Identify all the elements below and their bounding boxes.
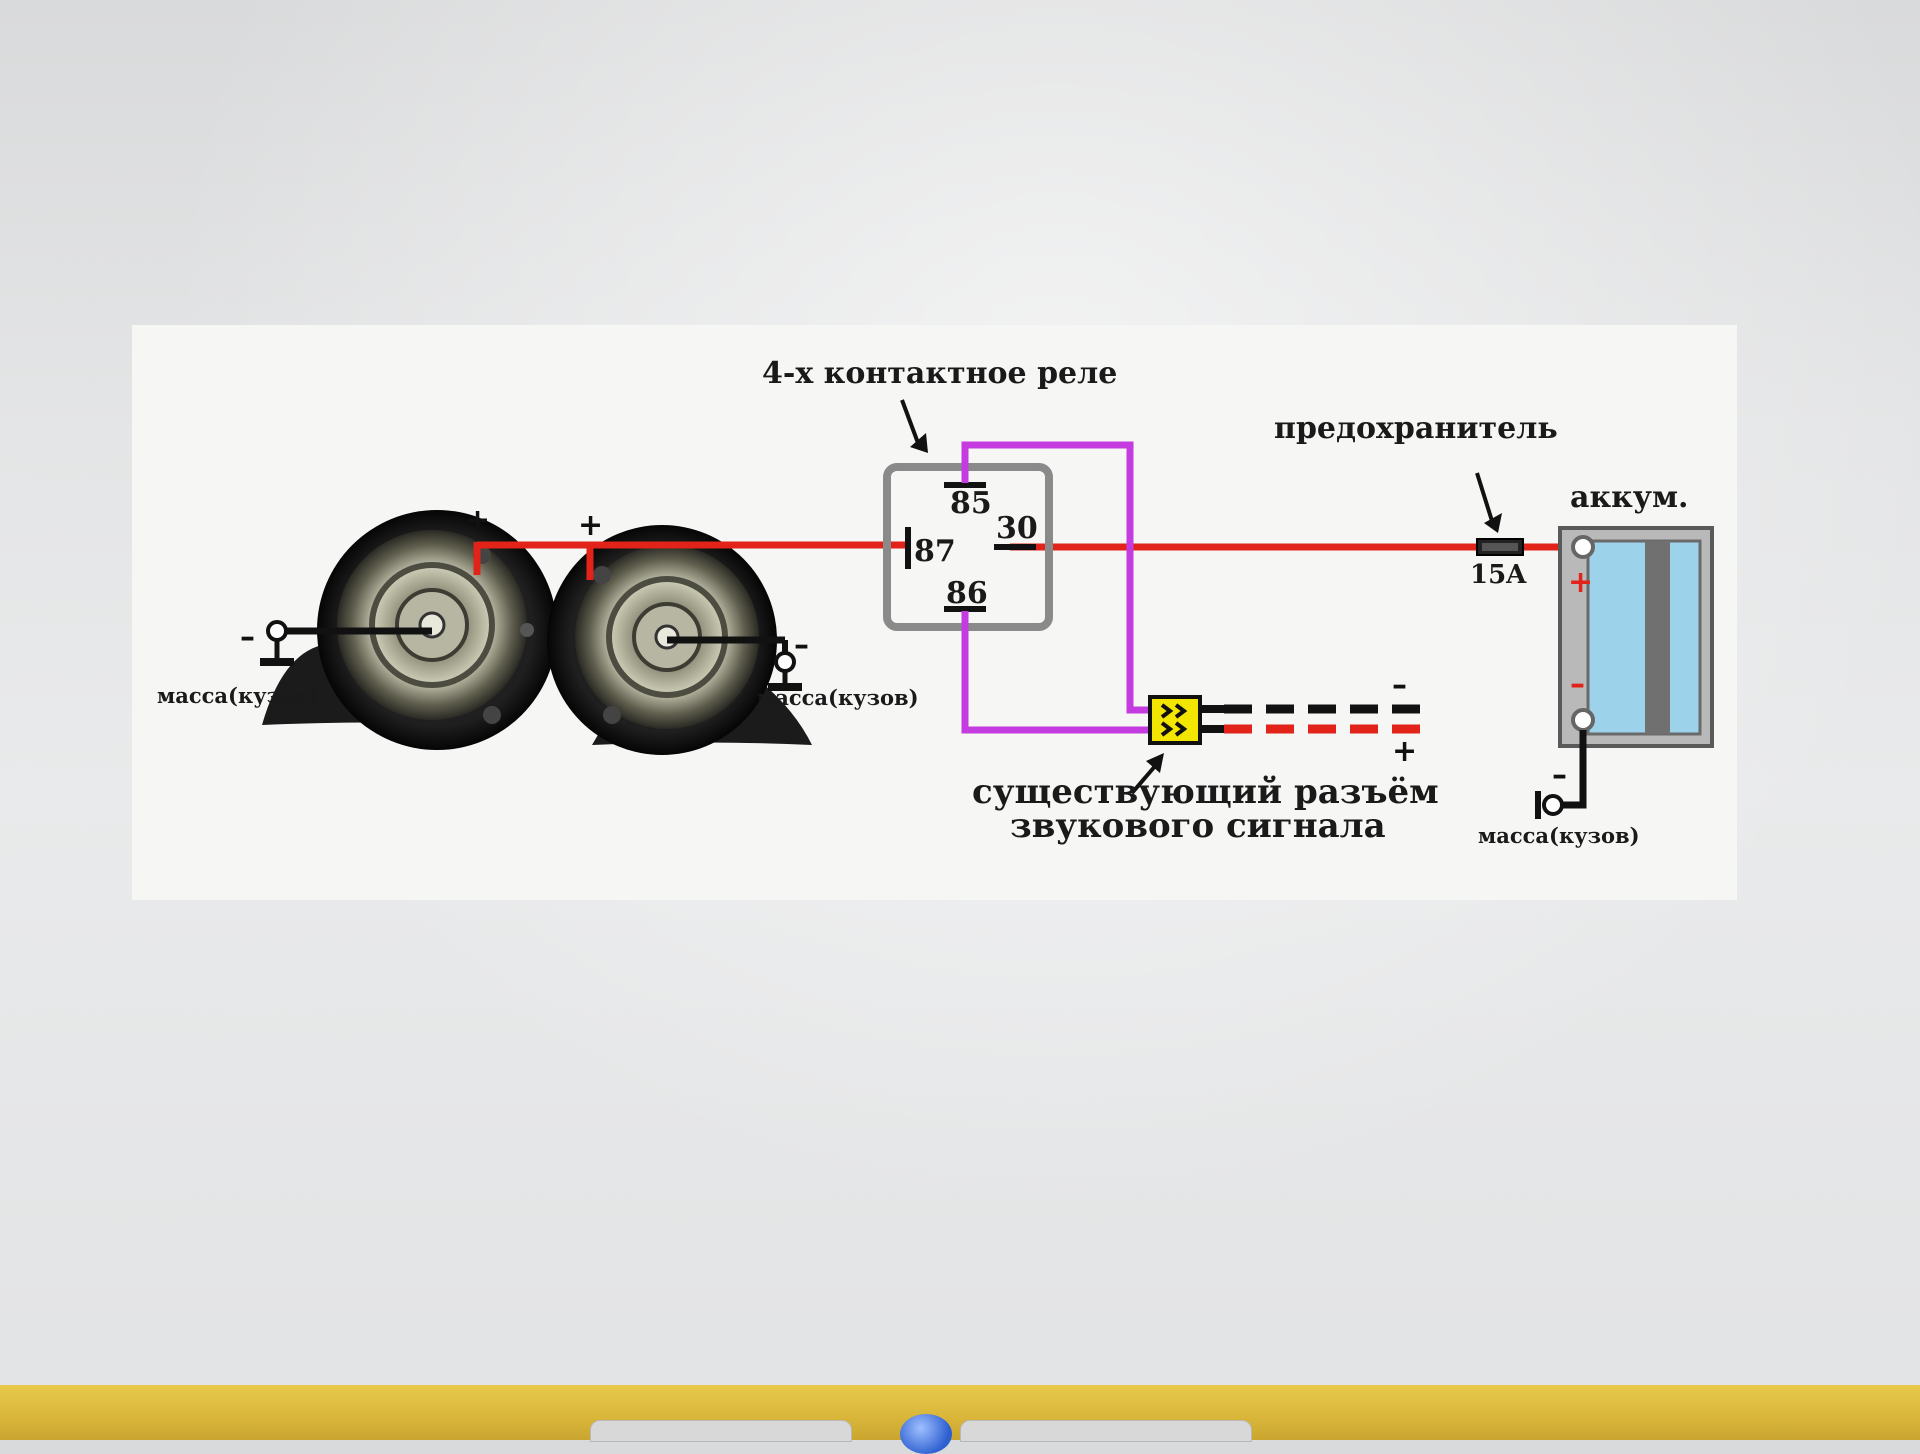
- arrow-icon: [900, 399, 1502, 795]
- horn-left-minus: –: [240, 620, 255, 655]
- pin-87-label: 87: [914, 534, 956, 569]
- dock-item-right[interactable]: [960, 1420, 1252, 1442]
- horn-right-minus: –: [794, 628, 809, 663]
- svg-text:+: +: [1568, 565, 1593, 600]
- horn-left-ground-wire: [260, 620, 432, 666]
- horn-right-ground-wire: [667, 636, 802, 691]
- pin-30-label: 30: [996, 511, 1038, 546]
- pin-86-label: 86: [946, 576, 988, 611]
- dock-item-left[interactable]: [590, 1420, 852, 1442]
- fuse-rating: 15A: [1470, 560, 1527, 590]
- control-wire: [961, 441, 1152, 734]
- horn-left-plus: +: [465, 503, 490, 538]
- ground-label-right: масса(кузов): [757, 685, 919, 710]
- ground-icon: [1535, 730, 1587, 819]
- connector-label-line2: звукового сигнала: [1010, 806, 1386, 846]
- svg-text:–: –: [1570, 667, 1585, 702]
- signal-plus: +: [1392, 734, 1417, 769]
- ground-label-left: масса(кузов): [157, 683, 319, 708]
- horn-right-plus: +: [578, 508, 603, 543]
- relay-title: 4-х контактное реле: [762, 356, 1117, 391]
- ground-label-battery: масса(кузов): [1478, 823, 1640, 848]
- fuse-icon: [1476, 538, 1524, 556]
- dock-icon[interactable]: [900, 1414, 952, 1454]
- pin-85-label: 85: [950, 486, 992, 521]
- horn-left-icon: [262, 510, 557, 750]
- fuse-label: предохранитель: [1274, 411, 1558, 446]
- diagram-panel: + – 4-х контактное реле 85 87 30 86 пред…: [132, 325, 1737, 900]
- wiring-diagram: + – 4-х контактное реле 85 87 30 86 пред…: [157, 356, 1714, 848]
- battery-icon: + –: [1558, 526, 1714, 748]
- connector-icon: [1148, 695, 1224, 745]
- connector-label-line1: существующий разъём: [972, 772, 1439, 812]
- signal-minus: –: [1392, 668, 1407, 703]
- ground-minus: –: [1552, 758, 1567, 793]
- existing-signal-wires: [1224, 704, 1427, 734]
- battery-label: аккум.: [1570, 480, 1688, 515]
